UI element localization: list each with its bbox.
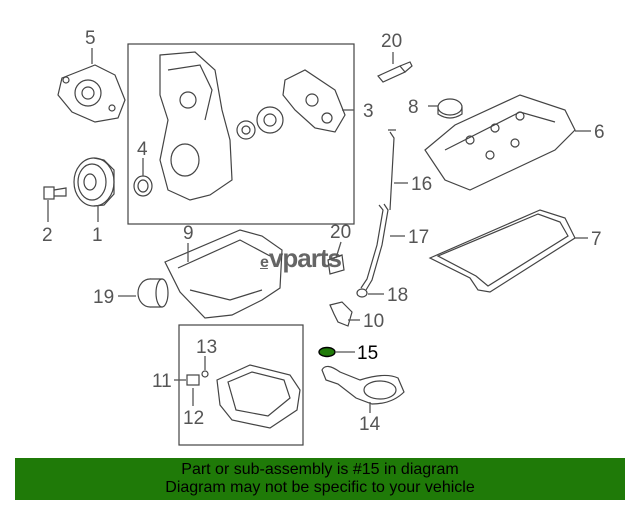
callout-14: 14: [359, 414, 381, 435]
oil-pump: [282, 69, 346, 133]
vparts-watermark-logo: evparts: [260, 243, 342, 273]
callout-5: 5: [85, 28, 96, 49]
callout-1: 1: [92, 225, 103, 246]
timing-cover-group-box: [127, 43, 355, 225]
callout-18: 18: [387, 285, 408, 306]
valve-cover: [424, 94, 576, 191]
callout-3: 3: [363, 101, 374, 122]
callout-10: 10: [363, 311, 384, 332]
callout-12: 12: [183, 408, 204, 429]
drain-plug: [186, 374, 200, 386]
callout-17: 17: [408, 227, 429, 248]
callout-13: 13: [196, 337, 217, 358]
banner-line-1: Part or sub-assembly is #15 in diagram: [181, 461, 459, 478]
callout-7: 7: [591, 229, 602, 250]
callout-8: 8: [408, 97, 419, 118]
callout-15: 15: [357, 343, 378, 364]
timing-gear: [236, 106, 284, 140]
banner-line-2: Diagram may not be specific to your vehi…: [165, 479, 475, 496]
water-pump: [57, 64, 126, 123]
leader-lines: [47, 48, 591, 413]
bracket: [329, 301, 353, 327]
timing-cover: [159, 51, 233, 201]
parts-diagram: 5 1 2 4 3 20 8 6 7 16 17 18 10 15 14 9 1…: [42, 28, 605, 446]
sealant-tube: [377, 61, 413, 83]
callout-19: 19: [93, 287, 114, 308]
callout-9: 9: [183, 223, 194, 244]
callout-20-top: 20: [381, 31, 402, 52]
callout-11: 11: [152, 371, 172, 392]
callout-20-mid: 20: [330, 222, 351, 243]
oil-filler-cap: [437, 98, 463, 119]
oil-pan-upper: [164, 229, 283, 319]
strainer-gasket-highlighted: [318, 346, 336, 358]
oil-pan-lower-group-box: [178, 324, 304, 446]
callout-4: 4: [137, 139, 148, 160]
oil-pan-lower: [216, 364, 301, 429]
pulley-bolt: [43, 186, 67, 200]
drain-washer: [201, 370, 209, 378]
callout-16: 16: [411, 174, 432, 195]
oil-filter: [137, 278, 169, 308]
oil-dipstick: [388, 129, 396, 211]
dipstick-tube: [360, 203, 389, 291]
callout-2: 2: [42, 225, 53, 246]
dipstick-o-ring: [356, 288, 368, 298]
front-oil-seal: [133, 175, 153, 197]
info-banner: Part or sub-assembly is #15 in diagram D…: [15, 458, 625, 500]
crankshaft-pulley: [73, 157, 115, 207]
valve-cover-gasket: [428, 209, 576, 293]
oil-strainer: [321, 365, 405, 405]
callout-6: 6: [594, 122, 605, 143]
mid-bolt: [327, 254, 345, 275]
